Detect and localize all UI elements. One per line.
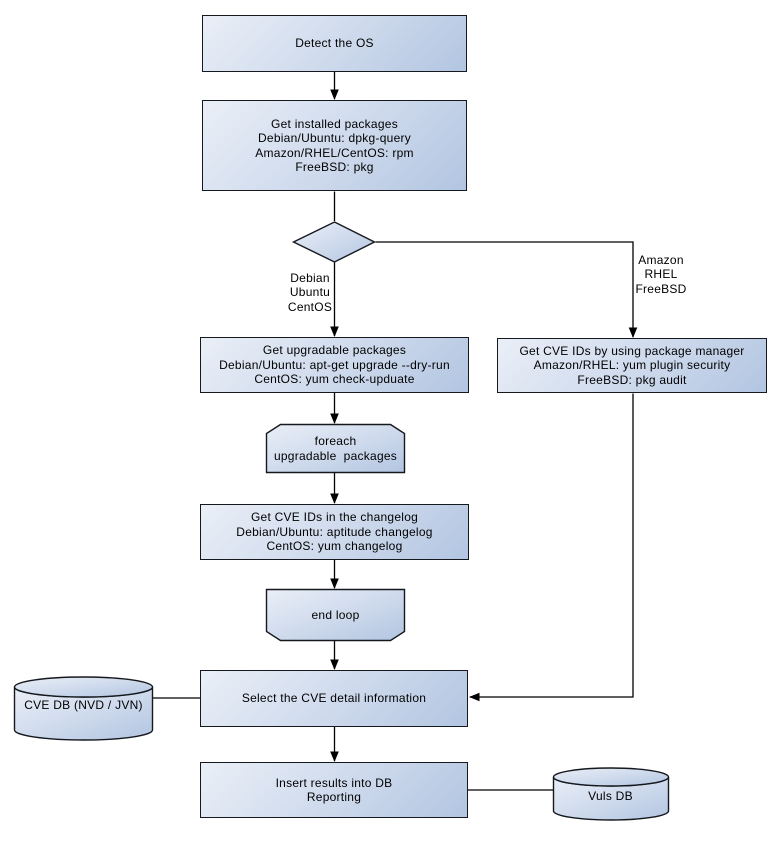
edge-label-line: CentOS xyxy=(287,299,333,314)
node-foreach-loop-label: foreach upgradable packages xyxy=(266,424,405,473)
edge-label-line: Ubuntu xyxy=(289,285,331,300)
loop-start-shape xyxy=(265,423,406,474)
edge-label-left-branch: Debian Ubuntu CentOS xyxy=(279,269,341,316)
vuls-db-cylinder-top xyxy=(552,767,670,787)
arrowhead-down-icon xyxy=(330,751,339,762)
node-cve-db-label: CVE DB (NVD / JVN) xyxy=(14,691,153,719)
arrowhead-down-icon xyxy=(628,327,638,338)
edge-label-line: Debian xyxy=(290,270,330,285)
node-line: upgradable packages xyxy=(273,448,398,463)
node-line: Amazon/RHEL: yum plugin security xyxy=(533,358,731,373)
node-line: Amazon/RHEL/CentOS: rpm xyxy=(255,145,414,160)
arrowhead-left-icon xyxy=(469,692,480,702)
edge-label-right-branch: Amazon RHEL FreeBSD xyxy=(629,251,693,298)
node-line: FreeBSD: pkg xyxy=(295,160,374,174)
node-vuls-db-label: Vuls DB xyxy=(553,783,668,809)
edge-cvepkg-to-select xyxy=(470,393,634,698)
decision-diamond xyxy=(291,221,377,263)
node-line: Vuls DB xyxy=(588,788,633,803)
node-get-installed-packages: Get installed packages Debian/Ubuntu: dp… xyxy=(202,100,467,191)
node-line: CentOS: yum changelog xyxy=(266,539,403,554)
node-line: Debian/Ubuntu: apt-get upgrade --dry-run xyxy=(219,357,450,372)
node-detect-os: Detect the OS xyxy=(202,15,467,72)
node-line: end loop xyxy=(311,607,360,622)
node-line: Select the CVE detail information xyxy=(241,691,427,706)
arrowhead-down-icon xyxy=(330,89,339,100)
node-select-cve-detail: Select the CVE detail information xyxy=(200,670,468,727)
node-line: CentOS: yum check-upduate xyxy=(254,372,415,387)
node-line: Get installed packages xyxy=(271,116,398,131)
node-line: Get upgradable packages xyxy=(262,343,407,358)
node-line: Get CVE IDs by using package manager xyxy=(519,343,745,358)
node-get-upgradable-packages: Get upgradable packages Debian/Ubuntu: a… xyxy=(200,337,469,393)
node-insert-results-reporting: Insert results into DB Reporting xyxy=(200,762,468,818)
edge-label-line: Amazon xyxy=(638,252,684,267)
edge-decision-to-cvepkg xyxy=(375,241,634,337)
edge-label-line: RHEL xyxy=(644,267,678,282)
node-line: FreeBSD: pkg audit xyxy=(577,372,687,387)
edge-label-line: FreeBSD xyxy=(635,281,687,296)
node-get-cve-ids-package-manager: Get CVE IDs by using package manager Ama… xyxy=(497,338,767,393)
node-detect-os-label: Detect the OS xyxy=(295,36,374,51)
arrowhead-down-icon xyxy=(330,493,339,504)
node-line: Reporting xyxy=(306,790,362,804)
node-line: foreach xyxy=(314,434,357,448)
node-line: Insert results into DB xyxy=(275,775,393,790)
arrowhead-down-icon xyxy=(330,413,339,424)
node-get-cve-ids-changelog: Get CVE IDs in the changelog Debian/Ubun… xyxy=(200,504,469,560)
arrowhead-down-icon xyxy=(330,659,339,670)
node-line: Debian/Ubuntu: dpkg-query xyxy=(257,131,411,145)
loop-end-shape xyxy=(265,588,406,642)
arrowhead-down-icon xyxy=(330,326,339,337)
arrowhead-down-icon xyxy=(330,578,339,589)
node-line: CVE DB (NVD / JVN) xyxy=(24,697,143,712)
node-line: Debian/Ubuntu: aptitude changelog xyxy=(236,524,433,539)
cve-db-cylinder-top xyxy=(13,676,154,698)
node-line: Get CVE IDs in the changelog xyxy=(250,510,419,525)
node-end-loop-label: end loop xyxy=(266,589,405,641)
